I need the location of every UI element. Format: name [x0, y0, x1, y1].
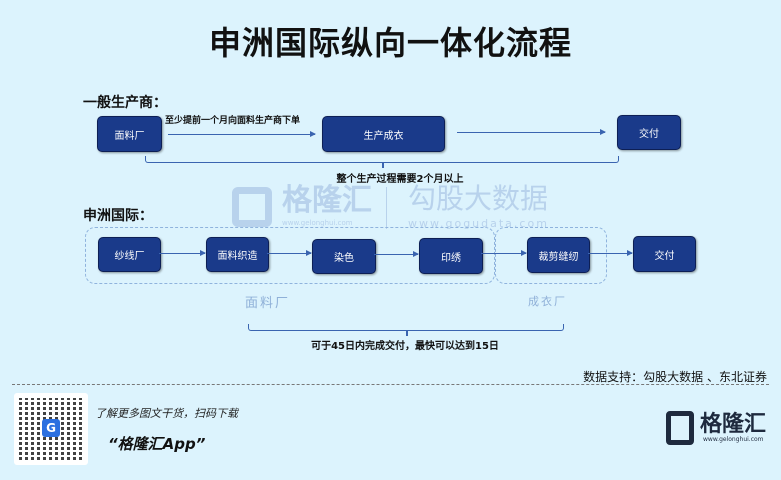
shenzhou-label: 申洲国际： [83, 208, 153, 224]
step-dyeing: 染色 [312, 239, 376, 274]
arrow [267, 250, 312, 256]
group-label-fabric: 面料厂 [245, 296, 291, 311]
qr-code[interactable]: G [14, 393, 88, 465]
watermark-data-brand: 勾股大数据 [408, 182, 549, 215]
arrow [457, 129, 606, 135]
general-label: 一般生产商： [83, 95, 167, 111]
gelonghui-logo-icon [666, 411, 694, 445]
fabric-group-frame [85, 227, 495, 284]
page-title: 申洲国际纵向一体化流程 [208, 24, 572, 62]
arrow [159, 250, 206, 256]
shenzhou-summary: 可于45日内完成交付，最快可以达到15日 [311, 341, 499, 352]
arrow [481, 250, 527, 256]
step-yarn: 纱线厂 [98, 237, 161, 272]
brace [145, 156, 619, 168]
general-summary: 整个生产过程需要2个月以上 [336, 174, 464, 185]
logo-url: www.gelonghui.com [703, 436, 764, 443]
step-printing: 印绣 [419, 238, 483, 274]
logo-text: 格隆汇 [700, 412, 767, 437]
step-cutting-sewing: 裁剪缝纫 [527, 237, 590, 273]
step-fabric-factory: 面料厂 [97, 116, 162, 152]
arrow [588, 250, 633, 256]
app-name: “格隆汇App” [108, 435, 206, 453]
step-delivery: 交付 [617, 115, 681, 150]
divider [12, 384, 769, 385]
watermark-logo-icon [232, 187, 272, 227]
group-label-garment: 成衣厂 [528, 295, 567, 308]
promo-text: 了解更多图文干货，扫码下载 [95, 407, 238, 420]
step-garment: 生产成衣 [322, 116, 445, 152]
watermark-data-url: www.gogudata.com [408, 217, 549, 230]
step-delivery: 交付 [633, 236, 696, 272]
arrow [168, 131, 316, 137]
step-weaving: 面料织造 [206, 237, 269, 272]
watermark-brand-url: www.gelonghui.com [282, 219, 353, 227]
brace [248, 324, 564, 336]
qr-logo-icon: G [42, 419, 60, 437]
watermark-brand: 格隆汇 [282, 183, 372, 218]
garment-group-frame [495, 227, 607, 284]
data-source: 数据支持：勾股大数据 、东北证券 [583, 370, 767, 384]
arrow [374, 251, 419, 257]
watermark-divider [386, 187, 387, 229]
arrow-note: 至少提前一个月向面料生产商下单 [165, 116, 301, 126]
